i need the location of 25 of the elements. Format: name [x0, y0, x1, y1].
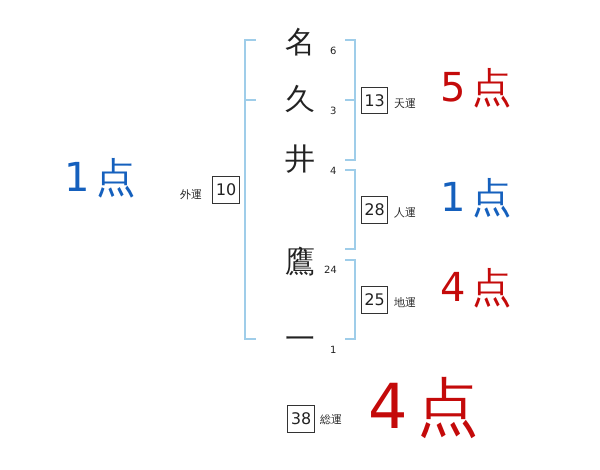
score-text: 5点 [440, 68, 518, 108]
score-text: 1点 [440, 178, 518, 218]
stroke-count: 1 [330, 346, 336, 356]
fortune-label: 総運 [320, 414, 342, 425]
number-box: 38 [287, 405, 315, 433]
score-text: 4点 [368, 376, 488, 438]
fortune-label: 人運 [394, 207, 416, 218]
stroke-count: 6 [330, 47, 336, 57]
stroke-count: 3 [330, 107, 336, 117]
number-box: 25 [361, 286, 388, 314]
fortune-label: 天運 [394, 98, 416, 109]
fortune-label: 外運 [180, 189, 202, 200]
number-box: 13 [361, 87, 388, 114]
fortune-label: 地運 [394, 297, 416, 308]
number-box: 10 [212, 176, 240, 204]
stroke-count: 4 [330, 167, 336, 177]
score-text: 4点 [440, 268, 518, 308]
name-character: 久 [285, 85, 315, 115]
stroke-count: 24 [324, 266, 337, 276]
name-character: 井 [285, 145, 315, 175]
name-character: 名 [285, 28, 315, 58]
number-box: 28 [361, 196, 388, 224]
name-character: 鷹 [285, 248, 315, 278]
score-text: 1点 [64, 158, 142, 198]
name-character: 一 [285, 325, 315, 355]
